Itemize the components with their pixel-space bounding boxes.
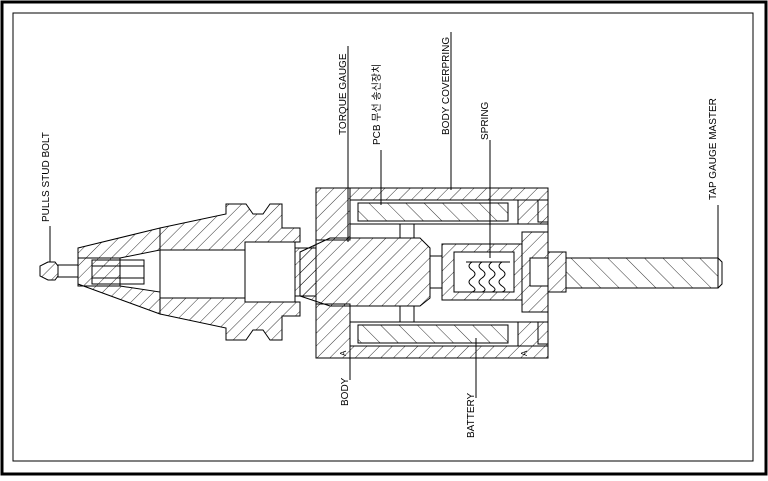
pull-stud-bolt <box>39 261 79 281</box>
tool-flange <box>159 203 301 341</box>
end-cap <box>537 199 567 345</box>
label-battery: BATTERY <box>466 392 477 438</box>
frame-inner <box>12 12 754 462</box>
body-cover-lower <box>349 321 549 359</box>
label-spring: SPRING <box>480 101 491 140</box>
torque-gauge <box>299 223 443 323</box>
label-pulls-stud-bolt: PULLS STUD BOLT <box>41 132 52 222</box>
inner-bore <box>159 241 296 303</box>
leader-lines <box>49 32 719 398</box>
tap-gauge-master-rod <box>565 257 723 289</box>
label-torque-gauge: TORQUE GAUGE <box>338 53 349 135</box>
label-tap-gauge-master: TAP GAUGE MASTER <box>708 98 719 200</box>
spring-housing <box>441 231 549 313</box>
label-body-coverpring: BODY COVERPRING <box>441 37 452 135</box>
spring-coils <box>466 261 510 293</box>
body-cover-upper <box>349 187 549 225</box>
label-body: BODY <box>340 377 351 406</box>
section-mark-a-right: A <box>520 350 529 356</box>
section-mark-a-left: A <box>339 350 348 356</box>
body-left-wall <box>315 187 351 359</box>
label-pcb: PCB 무선 송신장치 <box>371 64 383 145</box>
taper-shank <box>77 227 161 315</box>
